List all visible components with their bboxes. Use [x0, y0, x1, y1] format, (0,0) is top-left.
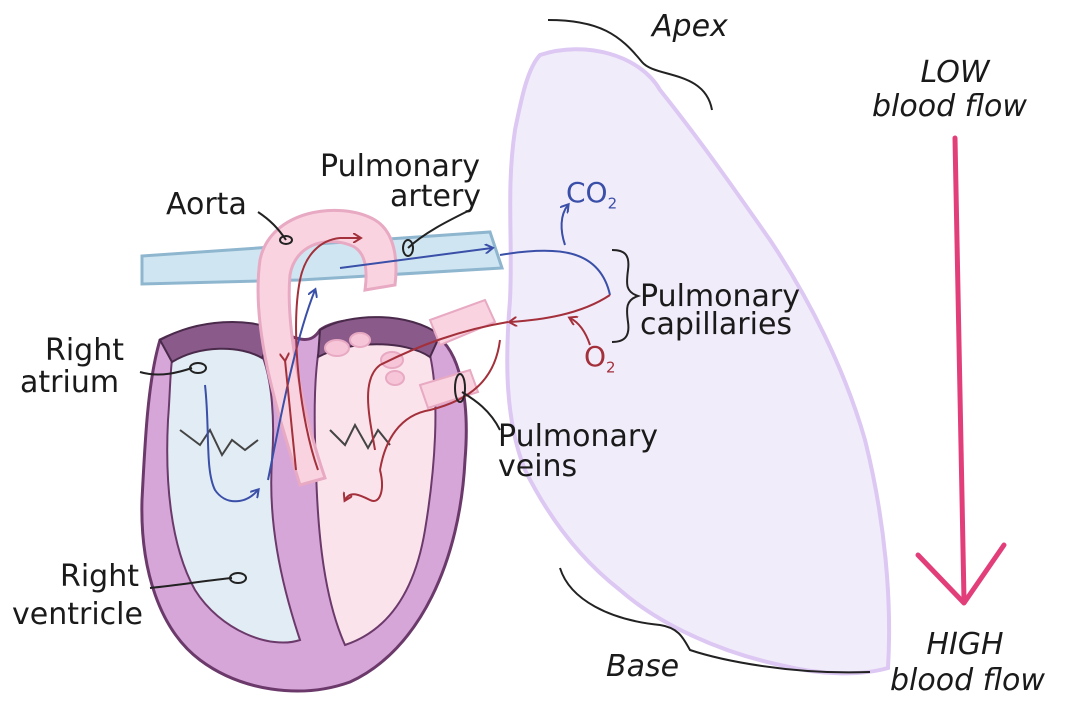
pulmonary-artery-label-line2: artery — [390, 182, 481, 212]
right-atrium-label-line1: Right — [45, 336, 124, 366]
right-ventricle-label-line1: Right — [60, 562, 139, 592]
low-flow-label-line1: LOW — [900, 58, 1010, 88]
pulmonary-capillaries-label-line2: capillaries — [640, 310, 792, 340]
right-atrium-label-line2: atrium — [20, 368, 119, 398]
aorta-label: Aorta — [166, 190, 247, 220]
low-flow-label-line2: blood flow — [872, 92, 1027, 122]
high-flow-label-line2: blood flow — [890, 666, 1045, 696]
apex-label: Apex — [652, 12, 728, 42]
pulmonary-vein-upper — [430, 300, 495, 345]
pulmonary-veins-label-line1: Pulmonary — [498, 422, 658, 452]
o2-label: O2 — [584, 340, 616, 377]
base-label: Base — [606, 652, 679, 682]
co2-label: CO2 — [566, 176, 617, 213]
flow-arrow-shaft — [955, 138, 964, 600]
pulmonary-artery-label-line1: Pulmonary — [320, 152, 480, 182]
pulmonary-veins-label-line2: veins — [498, 452, 577, 482]
right-ventricle-label-line2: ventricle — [12, 600, 143, 630]
high-flow-label-line1: HIGH — [910, 630, 1020, 660]
